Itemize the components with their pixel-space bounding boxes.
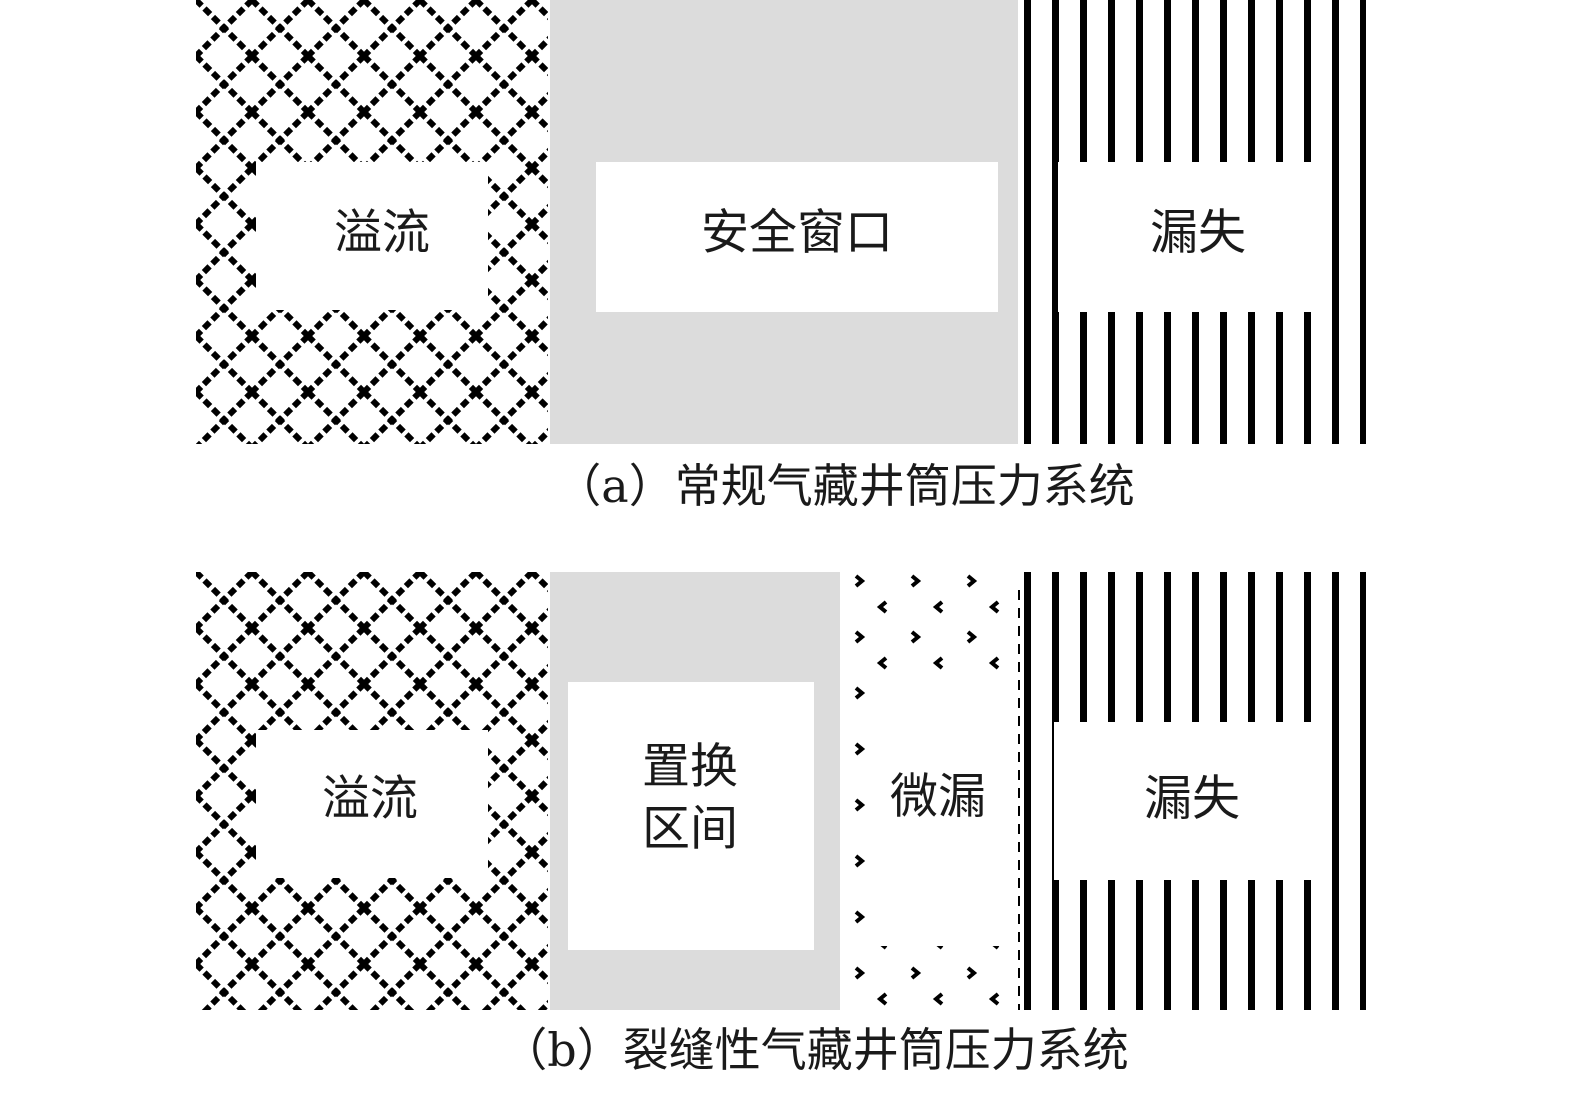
- panel-b-loss-label: 漏失: [1144, 771, 1240, 827]
- panel-a-caption: （a）常规气藏井筒压力系统: [555, 459, 1134, 513]
- panel-a-loss-label-box: [1058, 162, 1330, 312]
- panel-a-overflow-label: 溢流: [334, 205, 430, 261]
- panel-b-overflow-zone: 溢流: [196, 572, 548, 1010]
- panel-b-replacement-label-line1: 置换: [642, 739, 738, 795]
- panel-b-micro-loss-label-box: [870, 676, 1010, 946]
- panel-a: 溢流 安全窗口 漏失 （a）常规气藏井筒压力系统: [196, 0, 1366, 513]
- panel-a-loss-zone: 漏失: [1024, 0, 1366, 444]
- panel-b-loss-label-box: [1054, 722, 1330, 880]
- panel-a-safe-window-label-box: [596, 162, 998, 312]
- panel-b-replacement-label-line2: 区间: [642, 801, 738, 857]
- panel-a-overflow-label-box: [256, 162, 488, 310]
- panel-a-overflow-zone: 溢流: [196, 0, 548, 444]
- panel-b-overflow-label: 溢流: [322, 771, 418, 827]
- panel-a-safe-window-zone: 安全窗口: [550, 0, 1018, 444]
- panel-a-loss-label: 漏失: [1150, 205, 1246, 261]
- panel-b-replacement-zone: 置换 区间: [550, 572, 840, 1010]
- panel-a-safe-window-label: 安全窗口: [701, 205, 893, 261]
- panel-b-micro-loss-zone: 微漏: [852, 572, 1020, 1010]
- panel-b-replacement-label-box: [568, 682, 814, 950]
- panel-b-micro-loss-label: 微漏: [890, 769, 986, 825]
- panel-b-loss-zone: 漏失: [1024, 572, 1366, 1010]
- panel-b-overflow-label-box: [256, 730, 488, 878]
- panel-b: 溢流 置换 区间 微漏 漏失 （b）裂缝性气藏井筒压力系统: [196, 572, 1366, 1077]
- panel-b-caption: （b）裂缝性气藏井筒压力系统: [501, 1023, 1128, 1077]
